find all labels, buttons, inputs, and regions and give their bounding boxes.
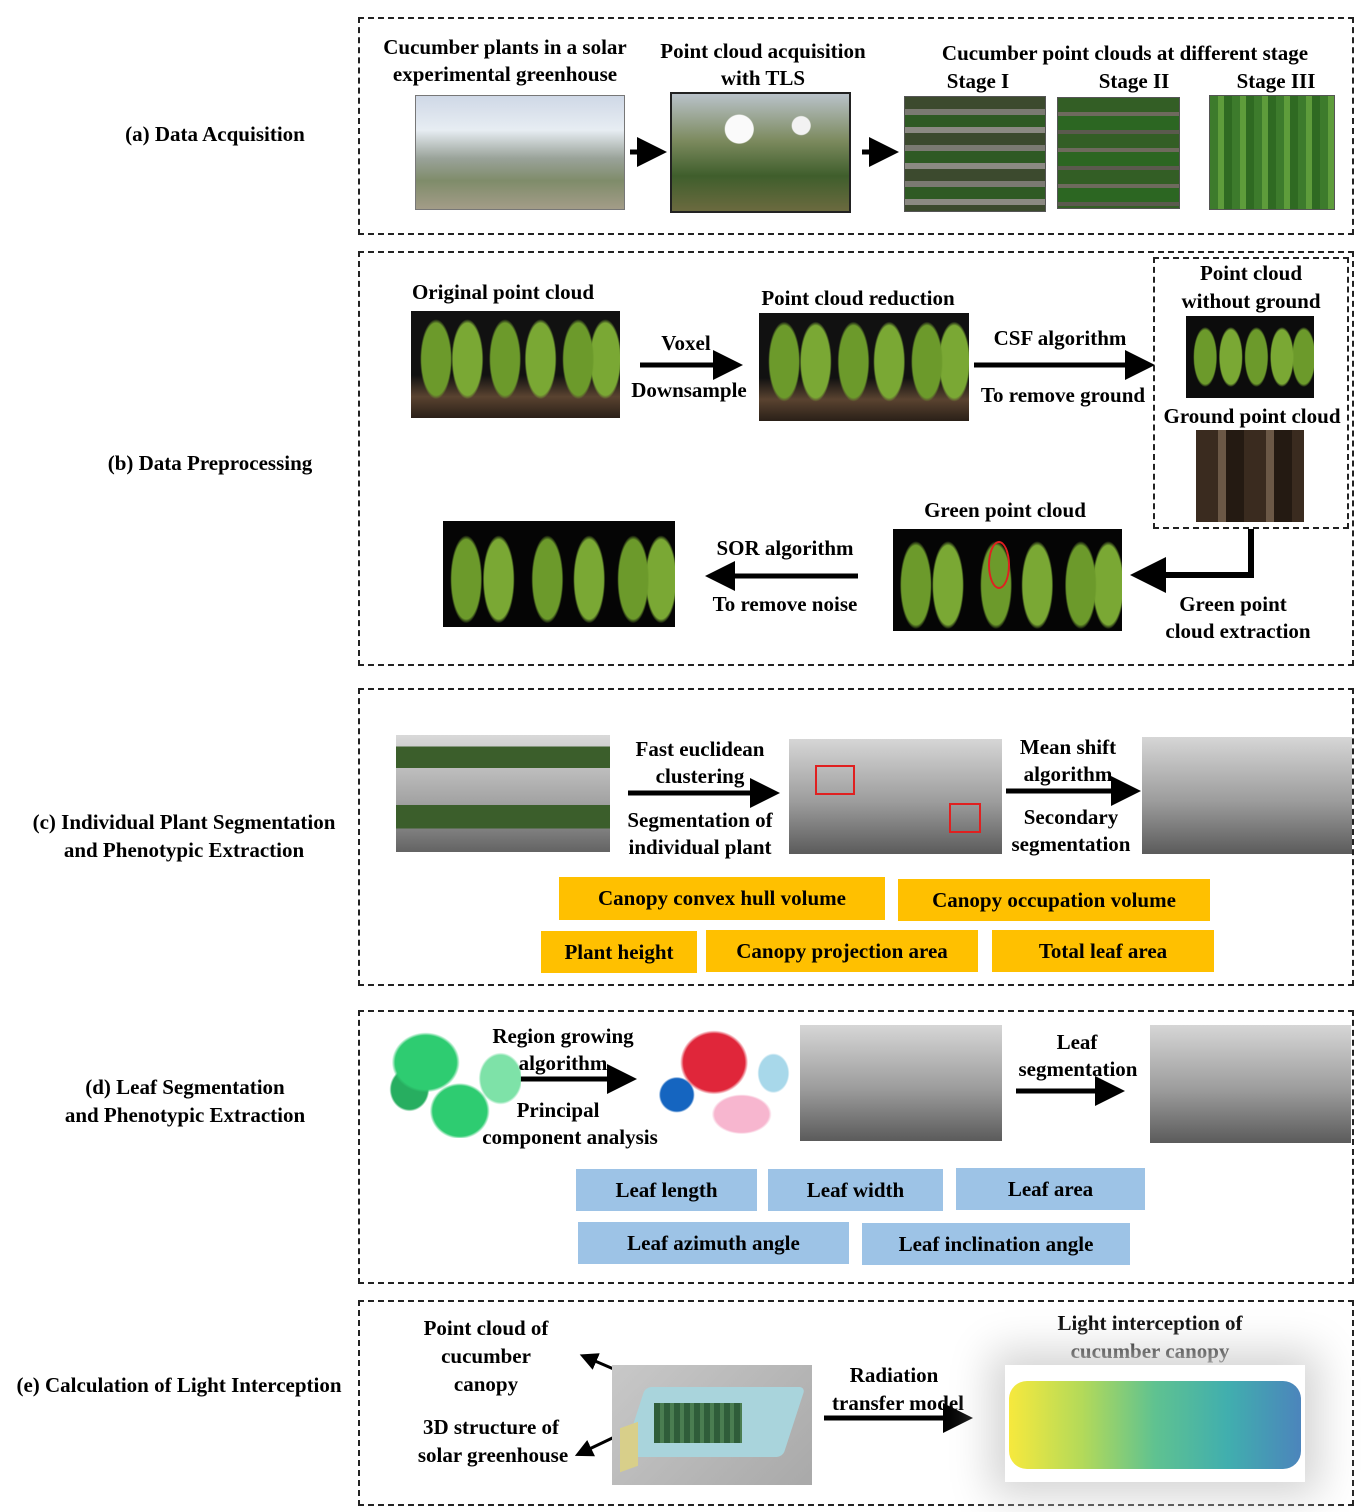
tag-plant-height: Plant height — [541, 931, 697, 973]
stage-1-image — [904, 96, 1046, 212]
greenhouse-caption-1: Cucumber plants in a solar — [383, 35, 627, 59]
meanshift-label-2: algorithm — [1023, 762, 1113, 786]
tag-canopy-occupation-volume: Canopy occupation volume — [898, 879, 1210, 921]
tls-photo — [670, 92, 851, 213]
region-growing-label-1: Region growing — [492, 1024, 634, 1048]
tag-total-leaf-area: Total leaf area — [992, 930, 1214, 972]
tag-canopy-convex-hull-volume: Canopy convex hull volume — [559, 877, 885, 920]
canopy-block — [654, 1403, 742, 1443]
greenhouse-caption-2: experimental greenhouse — [392, 62, 618, 86]
radiation-label-1: Radiation — [849, 1363, 939, 1387]
leaf-level-colored-image — [1150, 1025, 1351, 1143]
light-interception-label-1: Light interception of — [1057, 1311, 1243, 1335]
pca-label-2: component analysis — [482, 1125, 658, 1149]
without-ground-caption-2: without ground — [1181, 289, 1321, 313]
stage-2-label: Stage II — [1098, 69, 1170, 93]
stage-2-image — [1057, 97, 1180, 209]
tls-caption-1: Point cloud acquisition — [660, 39, 866, 63]
light-interception-label-2: cucumber canopy — [1070, 1339, 1230, 1363]
stages-caption: Cucumber point clouds at different stage — [941, 41, 1309, 65]
secondary-label-1: Secondary — [1023, 805, 1119, 829]
tag-leaf-length: Leaf length — [576, 1169, 757, 1211]
green-extract-label-1: Green point — [1179, 592, 1287, 616]
stage-3-label: Stage III — [1236, 69, 1316, 93]
seg-label-2: individual plant — [628, 835, 772, 859]
single-plant-point-cloud — [385, 1030, 521, 1138]
green-pc-caption: Green point cloud — [924, 498, 1086, 522]
segmentation-error-box-1 — [815, 765, 855, 795]
noise-highlight-ellipse — [988, 541, 1010, 589]
greenhouse-3d-model — [612, 1365, 812, 1485]
section-e-frame — [358, 1300, 1354, 1506]
section-a-label: (a) Data Acquisition — [125, 122, 305, 146]
green-extract-label-2: cloud extraction — [1165, 619, 1311, 643]
segmented-leaves-image — [652, 1030, 790, 1138]
pc-canopy-label-2: cucumber — [441, 1344, 531, 1368]
without-ground-image — [1186, 316, 1314, 398]
pca-label-1: Principal — [516, 1098, 600, 1122]
section-c-frame — [358, 688, 1354, 986]
tag-leaf-azimuth-angle: Leaf azimuth angle — [578, 1222, 849, 1264]
section-d-label-1: (d) Leaf Segmentation — [85, 1075, 285, 1099]
fec-label-1: Fast euclidean — [635, 737, 765, 761]
sor-label: SOR algorithm — [716, 536, 854, 560]
plant-level-colored-image — [800, 1025, 1002, 1141]
secondary-label-2: segmentation — [1011, 832, 1131, 856]
tag-leaf-inclination-angle: Leaf inclination angle — [862, 1223, 1130, 1265]
stage-1-label: Stage I — [946, 69, 1010, 93]
denoised-pc-image — [443, 521, 675, 627]
secondary-segmentation-image — [1142, 737, 1352, 854]
green-pc-image — [893, 529, 1122, 631]
reduced-pc-image — [759, 313, 969, 421]
section-d-frame — [358, 1010, 1354, 1284]
greenhouse-3d-label-2: solar greenhouse — [417, 1443, 569, 1467]
section-e-label: (e) Calculation of Light Interception — [16, 1373, 342, 1397]
leaf-seg-label-2: segmentation — [1018, 1057, 1138, 1081]
section-b-frame — [358, 251, 1354, 666]
section-b-label: (b) Data Preprocessing — [107, 451, 313, 475]
canopy-light-gradient — [1009, 1381, 1301, 1469]
ground-image — [1196, 430, 1304, 522]
tls-caption-2: with TLS — [720, 66, 806, 90]
tag-leaf-width: Leaf width — [768, 1169, 943, 1211]
radiation-label-2: transfer model — [832, 1391, 964, 1415]
voxel-label: Voxel — [661, 331, 711, 355]
csf-label: CSF algorithm — [993, 326, 1127, 350]
tag-canopy-projection-area: Canopy projection area — [706, 930, 978, 972]
greenhouse-end-wall — [620, 1421, 638, 1473]
greenhouse-3d-label-1: 3D structure of — [422, 1415, 560, 1439]
original-pc-caption: Original point cloud — [411, 280, 595, 304]
raw-canopy-image — [396, 735, 610, 852]
stage-3-image — [1209, 95, 1335, 210]
arrow-green-extract — [1130, 529, 1254, 593]
remove-noise-label: To remove noise — [712, 592, 858, 616]
light-interception-image — [1005, 1365, 1305, 1482]
downsample-label: Downsample — [631, 378, 747, 402]
reduction-caption: Point cloud reduction — [761, 286, 955, 310]
leaf-seg-label-1: Leaf — [1056, 1030, 1098, 1054]
tag-leaf-area: Leaf area — [956, 1168, 1145, 1210]
without-ground-caption-1: Point cloud — [1199, 261, 1303, 285]
section-c-label-1: (c) Individual Plant Segmentation — [32, 810, 336, 834]
segmentation-error-box-2 — [949, 803, 981, 833]
section-d-label-2: and Phenotypic Extraction — [64, 1103, 306, 1127]
remove-ground-label: To remove ground — [980, 383, 1146, 407]
ground-caption: Ground point cloud — [1163, 404, 1341, 428]
greenhouse-photo — [415, 95, 625, 210]
seg-label-1: Segmentation of — [627, 808, 773, 832]
section-c-label-2: and Phenotypic Extraction — [63, 838, 305, 862]
meanshift-label-1: Mean shift — [1019, 735, 1117, 759]
pc-canopy-label-3: canopy — [453, 1372, 519, 1396]
plant-segmentation-image — [789, 739, 1002, 854]
original-pc-image — [411, 311, 620, 418]
csf-output-frame — [1153, 257, 1349, 529]
region-growing-label-2: algorithm — [518, 1051, 608, 1075]
fec-label-2: clustering — [655, 764, 745, 788]
section-a-frame — [358, 17, 1354, 235]
pc-canopy-label-1: Point cloud of — [423, 1316, 549, 1340]
